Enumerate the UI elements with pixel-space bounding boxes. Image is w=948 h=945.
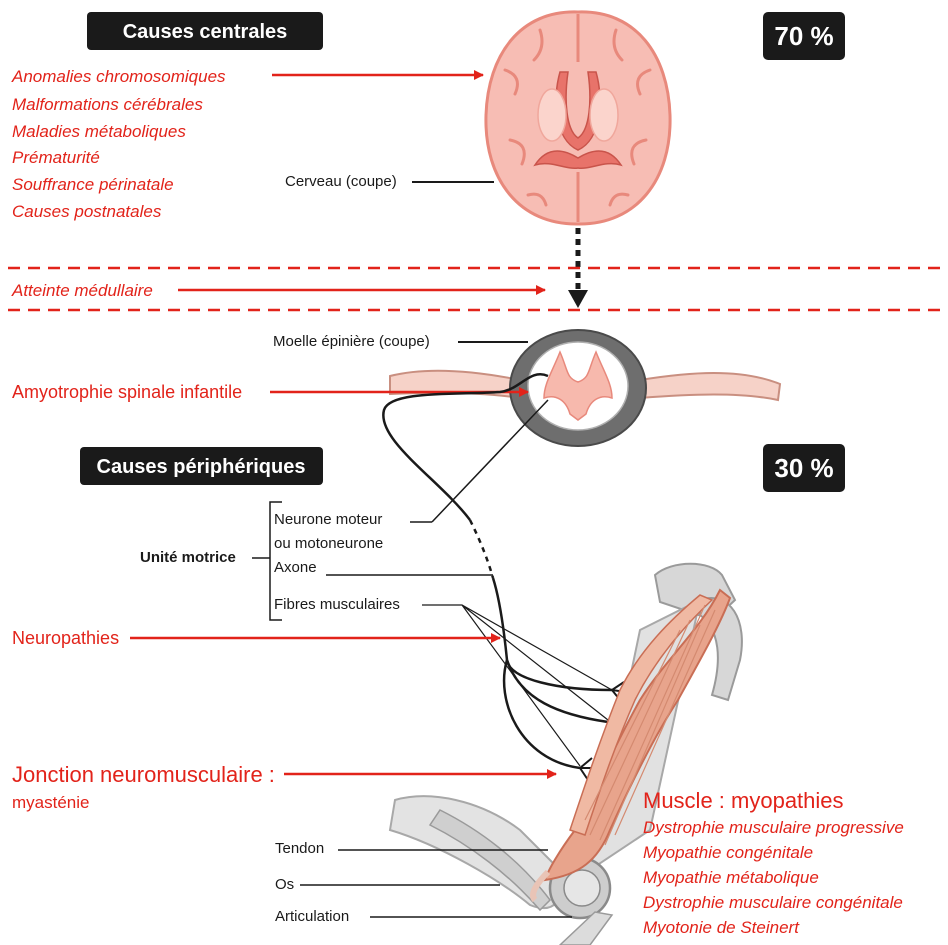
central-badge-text: Causes centrales <box>123 21 288 43</box>
unit-part-neuron-alt: ou motoneurone <box>274 535 383 552</box>
joint-label: Articulation <box>275 908 349 925</box>
myopathy-item: Dystrophie musculaire progressive <box>643 818 904 837</box>
central-causes-list: Anomalies chromosomiques Malformations c… <box>11 67 226 221</box>
fibers-leader-lines <box>422 605 612 766</box>
peripheral-badge: Causes périphériques <box>80 447 323 485</box>
brain-label: Cerveau (coupe) <box>285 173 397 190</box>
neuron-leader-line <box>432 400 548 522</box>
central-cause-item: Anomalies chromosomiques <box>11 67 226 86</box>
tendon-label: Tendon <box>275 840 324 857</box>
myopathy-list: Dystrophie musculaire progressive Myopat… <box>643 818 904 937</box>
central-cause-item: Malformations cérébrales <box>12 95 203 114</box>
spinal-cord-illustration <box>390 330 780 446</box>
peripheral-percent-badge: 30 % <box>763 444 845 492</box>
central-cause-item: Causes postnatales <box>12 202 162 221</box>
myopathy-item: Myopathie congénitale <box>643 843 813 862</box>
unit-part-fibers: Fibres musculaires <box>274 596 400 613</box>
central-badge: Causes centrales <box>87 12 323 50</box>
muscle-title: Muscle : myopathies <box>643 788 844 813</box>
myopathy-item: Dystrophie musculaire congénitale <box>643 893 903 912</box>
unit-part-neuron: Neurone moteur <box>274 511 382 528</box>
myopathy-item: Myotonie de Steinert <box>643 918 800 937</box>
junction-sub: myasténie <box>12 793 89 812</box>
central-cause-item: Maladies métaboliques <box>12 122 186 141</box>
brain-illustration <box>486 12 670 224</box>
anatomy-labels: Tendon Os Articulation <box>275 840 349 925</box>
motor-unit-parts: Neurone moteur ou motoneurone Axone Fibr… <box>274 511 400 613</box>
junction-title: Jonction neuromusculaire : <box>12 762 275 787</box>
central-percent-badge: 70 % <box>763 12 845 60</box>
peripheral-percent: 30 % <box>774 453 833 483</box>
central-cause-item: Souffrance périnatale <box>12 175 174 194</box>
central-percent: 70 % <box>774 21 833 51</box>
spinal-cause-label: Amyotrophie spinale infantile <box>12 382 242 402</box>
central-cause-item: Prématurité <box>12 148 100 167</box>
neuropathies-label: Neuropathies <box>12 628 119 648</box>
myopathy-item: Myopathie métabolique <box>643 868 819 887</box>
connector-arrowhead <box>568 290 588 308</box>
arm-illustration <box>390 564 742 945</box>
medullary-label: Atteinte médullaire <box>11 281 153 300</box>
motor-unit-label: Unité motrice <box>140 549 236 566</box>
cord-label: Moelle épinière (coupe) <box>273 333 430 350</box>
bone-label: Os <box>275 876 294 893</box>
peripheral-badge-text: Causes périphériques <box>97 456 306 478</box>
unit-part-axon: Axone <box>274 559 317 576</box>
